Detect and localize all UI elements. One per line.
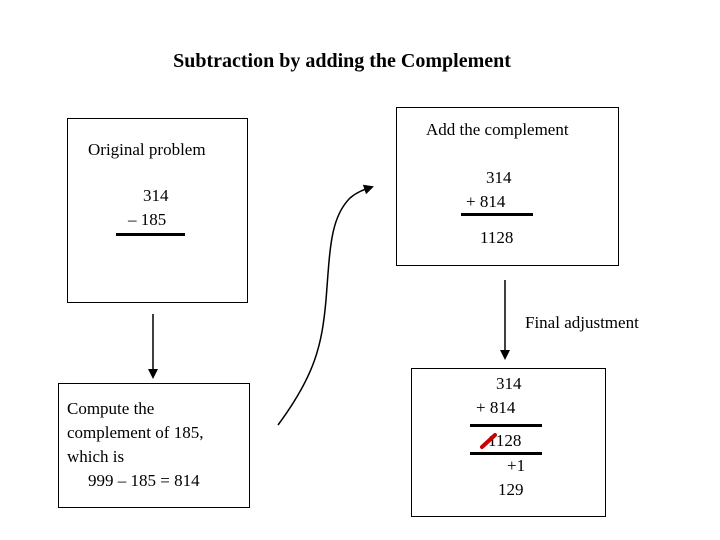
compute-complement-box [58, 383, 250, 508]
final-add-one: +1 [507, 456, 526, 475]
final-adjustment-label: Final adjustment [525, 313, 639, 332]
final-answer: 129 [498, 480, 524, 499]
final-sum-line [470, 424, 542, 427]
add-bottom-number: + 814 [466, 192, 506, 211]
add-complement-box [396, 107, 619, 266]
original-problem-box [67, 118, 248, 303]
diagram-title: Subtraction by adding the Complement [173, 50, 511, 72]
compute-line-3: which is [67, 447, 125, 466]
strike-mark [480, 433, 497, 449]
original-subtrahend: – 185 [128, 210, 167, 229]
final-second-line [470, 452, 542, 455]
original-minuend: 314 [143, 186, 169, 205]
compute-line-4: 999 – 185 = 814 [88, 471, 200, 490]
final-bottom-number: + 814 [476, 398, 516, 417]
arrow-compute-to-add [277, 184, 374, 426]
final-adjustment-box [411, 368, 606, 517]
original-problem-heading: Original problem [88, 140, 206, 159]
original-sum-line [116, 233, 185, 236]
add-top-number: 314 [486, 168, 512, 187]
final-top-number: 314 [496, 374, 522, 393]
add-complement-heading: Add the complement [426, 120, 569, 139]
compute-line-2: complement of 185, [67, 423, 204, 442]
add-sum-line [461, 213, 533, 216]
add-result: 1128 [480, 228, 514, 247]
compute-line-1: Compute the [67, 399, 155, 418]
